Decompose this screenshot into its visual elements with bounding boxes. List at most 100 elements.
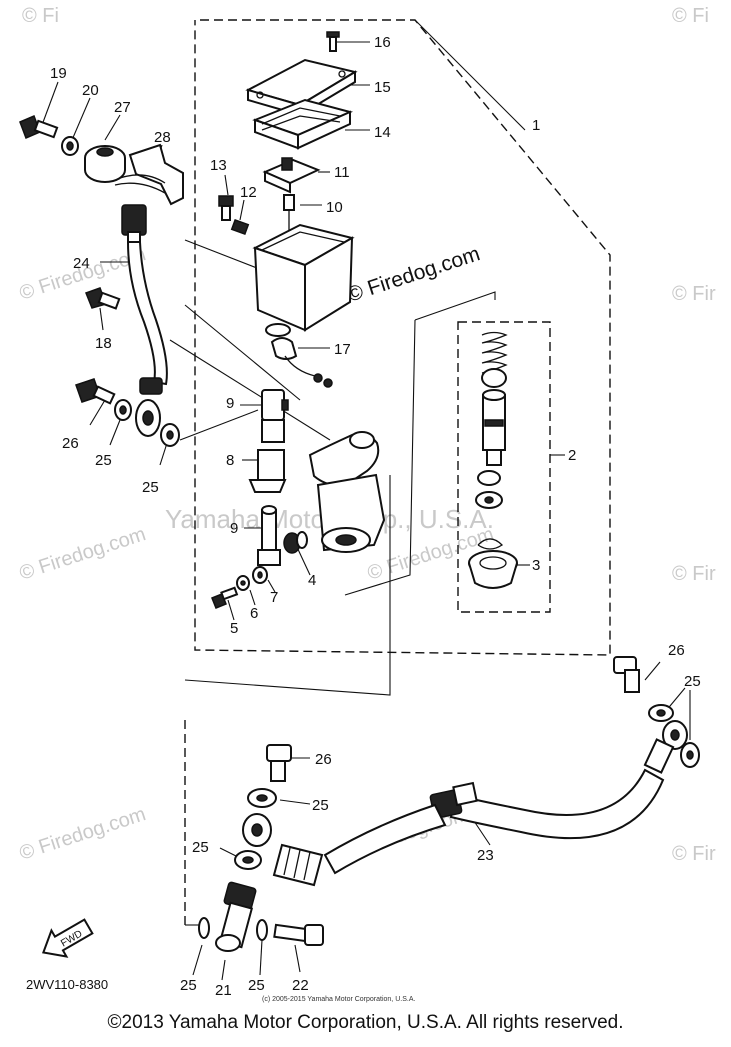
bolt-22 bbox=[273, 923, 324, 946]
bolt-26-lower bbox=[266, 744, 292, 782]
brake-hose-24 bbox=[121, 204, 168, 437]
washer-25-right-b-hole bbox=[686, 750, 694, 760]
callout-3: 3 bbox=[532, 557, 540, 574]
callout-11: 11 bbox=[334, 164, 350, 181]
washer-25-bottom-a bbox=[198, 917, 210, 939]
circlip bbox=[477, 538, 504, 550]
screw-13 bbox=[218, 195, 234, 221]
washer-25-right-a-hole bbox=[656, 709, 666, 717]
callout-22: 22 bbox=[292, 977, 309, 994]
washer-25-bottom-b bbox=[256, 919, 268, 941]
callout-9a: 9 bbox=[226, 395, 234, 412]
screw-5 bbox=[211, 586, 239, 609]
master-cylinder-assembly-boundary bbox=[194, 19, 611, 656]
switch-17 bbox=[270, 337, 333, 388]
watermark-firedog-top-left: © Fi bbox=[22, 5, 59, 27]
bracket-28 bbox=[114, 143, 184, 206]
callout-7: 7 bbox=[270, 589, 278, 606]
callout-9b: 9 bbox=[230, 520, 238, 537]
callout-16: 16 bbox=[374, 34, 391, 51]
fwd-arrow: FWD bbox=[41, 918, 94, 958]
callout-25g: 25 bbox=[248, 977, 265, 994]
union-21 bbox=[215, 881, 257, 952]
callout-6: 6 bbox=[250, 605, 258, 622]
callout-15: 15 bbox=[374, 79, 391, 96]
cylinder-group bbox=[211, 389, 386, 609]
small-copyright: (c) 2005-2015 Yamaha Motor Corporation, … bbox=[262, 996, 416, 1003]
leader-lines bbox=[41, 19, 691, 981]
bolt-19 bbox=[19, 115, 59, 139]
callout-25d: 25 bbox=[312, 797, 329, 814]
callout-labels: 1 2 3 4 5 6 7 8 9 9 10 11 12 13 14 15 16… bbox=[50, 34, 701, 999]
left-parts-group bbox=[19, 115, 184, 447]
washer-kit bbox=[477, 470, 501, 486]
callout-26b: 26 bbox=[668, 642, 685, 659]
watermark-firedog-top-right: © Fi bbox=[672, 5, 709, 27]
master-cylinder-body bbox=[308, 431, 386, 553]
grommet-27 bbox=[84, 145, 126, 183]
reservoir-tank bbox=[252, 223, 355, 337]
watermark-firedog-left-low: © Firedog.com bbox=[17, 523, 149, 585]
seal-kit-hole bbox=[484, 496, 494, 504]
callout-21: 21 bbox=[215, 982, 232, 999]
bolt-18 bbox=[85, 287, 121, 310]
float-11 bbox=[262, 157, 321, 194]
callout-25a: 25 bbox=[95, 452, 112, 469]
piston-kit-boundary bbox=[457, 321, 551, 613]
callout-28: 28 bbox=[154, 129, 171, 146]
callout-27: 27 bbox=[114, 99, 131, 116]
bolt-26-right bbox=[613, 656, 640, 693]
callout-4: 4 bbox=[308, 572, 316, 589]
bolt-26-left bbox=[75, 378, 116, 405]
cup-seal bbox=[481, 368, 507, 388]
footer-copyright: ©2013 Yamaha Motor Corporation, U.S.A. A… bbox=[107, 1012, 624, 1033]
callout-12: 12 bbox=[240, 184, 257, 201]
callout-25c: 25 bbox=[684, 673, 701, 690]
callout-24: 24 bbox=[73, 255, 90, 272]
callout-14: 14 bbox=[374, 124, 391, 141]
callout-19: 19 bbox=[50, 65, 67, 82]
piston-kit-group bbox=[468, 331, 518, 589]
reservoir-group bbox=[218, 31, 358, 388]
callout-25f: 25 bbox=[180, 977, 197, 994]
watermark-firedog-main: © Firedog.com bbox=[344, 242, 482, 307]
callout-18: 18 bbox=[95, 335, 112, 352]
washer-25-lower-b-hole bbox=[242, 856, 254, 864]
diaphragm-plate-14 bbox=[252, 98, 354, 150]
screw-16 bbox=[326, 31, 340, 52]
watermark-firedog-left-bottom: © Firedog.com bbox=[17, 803, 149, 865]
washer-25-lower-a-hole bbox=[256, 794, 268, 802]
lower-hose-group bbox=[198, 656, 700, 952]
callout-10: 10 bbox=[326, 199, 343, 216]
nut-12 bbox=[230, 218, 250, 236]
callout-20: 20 bbox=[82, 82, 99, 99]
callout-8: 8 bbox=[226, 452, 234, 469]
diagram-code: 2WV110-8380 bbox=[26, 977, 109, 992]
callout-2: 2 bbox=[568, 447, 576, 464]
washer-20 bbox=[61, 136, 79, 156]
callout-5: 5 bbox=[230, 620, 238, 637]
washer-25-left-b bbox=[160, 423, 180, 447]
o-ring-4 bbox=[296, 531, 308, 549]
callout-25e: 25 bbox=[192, 839, 209, 856]
washer-25-left-a bbox=[114, 399, 132, 421]
callout-25b: 25 bbox=[142, 479, 159, 496]
watermark-firedog-right-low: © Fir bbox=[672, 563, 716, 585]
callout-26c: 26 bbox=[315, 751, 332, 768]
callout-23: 23 bbox=[477, 847, 494, 864]
union-9-upper bbox=[261, 389, 289, 443]
callout-17: 17 bbox=[334, 341, 351, 358]
watermark-firedog-edge-right: © Fir bbox=[672, 843, 716, 865]
washer-6 bbox=[236, 575, 250, 591]
piston bbox=[482, 389, 506, 466]
washer-7 bbox=[252, 566, 268, 584]
spring bbox=[481, 331, 508, 374]
brake-hose-23 bbox=[242, 720, 688, 887]
dust-boot-3 bbox=[468, 550, 518, 589]
joint-8 bbox=[248, 449, 287, 493]
callout-26a: 26 bbox=[62, 435, 79, 452]
watermark-firedog-right-mid: © Fir bbox=[672, 283, 716, 305]
union-9-lower bbox=[257, 505, 301, 566]
callout-1: 1 bbox=[532, 117, 540, 134]
